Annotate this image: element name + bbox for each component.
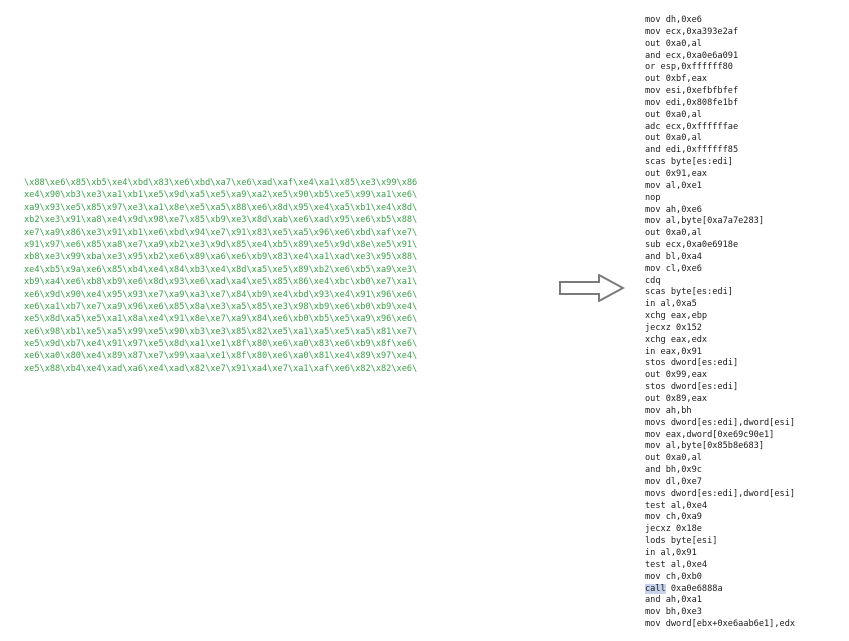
- asm-line: nop: [645, 192, 661, 203]
- asm-line: lods byte[esi]: [645, 536, 718, 547]
- asm-line: out 0xa0,al: [645, 109, 702, 120]
- asm-line: mov edi,0x808fe1bf: [645, 97, 739, 108]
- asm-line: or esp,0xffffff80: [645, 62, 733, 73]
- hex-line: xb8\xe3\x99\xba\xe3\x95\xb2\xe6\x89\xa6\…: [24, 252, 418, 263]
- asm-line: in al,0xa5: [645, 299, 697, 310]
- asm-line: out 0xa0,al: [645, 453, 702, 464]
- asm-line: out 0x99,eax: [645, 370, 708, 381]
- hollow-right-arrow-icon: [559, 273, 626, 303]
- asm-line: in eax,0x91: [645, 346, 702, 357]
- asm-line: scas byte[es:edi]: [645, 157, 733, 168]
- asm-line: mov ch,0xa9: [645, 512, 702, 523]
- hex-line: xe6\x9d\x90\xe4\x95\x93\xe7\xa9\xa3\xe7\…: [24, 289, 418, 300]
- asm-line: in al,0x91: [645, 547, 697, 558]
- asm-line: scas byte[es:edi]: [645, 287, 733, 298]
- asm-operand: 0xa0e6888a: [665, 583, 723, 594]
- asm-line: stos dword[es:edi]: [645, 358, 739, 369]
- asm-line: movs dword[es:edi],dword[esi]: [645, 488, 796, 499]
- asm-line: call 0xa0e6888a: [645, 583, 795, 596]
- asm-line: out 0xa0,al: [645, 38, 702, 49]
- asm-line: mov dword[ebx+0xe6aab6e1],edx: [645, 619, 796, 630]
- asm-line: test al,0xe4: [645, 559, 708, 570]
- asm-line: cdq: [645, 275, 661, 286]
- asm-line: mov ah,0xe6: [645, 204, 702, 215]
- hex-line: xe5\x9d\xb7\xe4\x91\x97\xe5\x8d\xa1\xe1\…: [24, 339, 418, 350]
- hex-line: xb2\xe3\x91\xa8\xe4\x9d\x98\xe7\x85\xb9\…: [24, 215, 418, 226]
- asm-line: and edi,0xffffff85: [645, 145, 739, 156]
- asm-line: out 0x91,eax: [645, 168, 708, 179]
- asm-line: test al,0xe4: [645, 500, 708, 511]
- asm-line: mov cl,0xe6: [645, 263, 702, 274]
- asm-line: sub ecx,0xa0e6918e: [645, 240, 739, 251]
- hex-line: xe6\xa0\x80\xe4\x89\x87\xe7\x99\xaa\xe1\…: [24, 351, 418, 362]
- hex-line: xe6\x98\xb1\xe5\xa5\x99\xe5\x90\xb3\xe3\…: [24, 326, 418, 337]
- hex-line: \x88\xe6\x85\xb5\xe4\xbd\x83\xe6\xbd\xa7…: [24, 178, 418, 188]
- asm-line: mov ch,0xb0: [645, 571, 702, 582]
- asm-line: mov esi,0xefbfbfef: [645, 86, 739, 97]
- asm-line: mov dl,0xe7: [645, 476, 702, 487]
- asm-line: and ah,0xa1: [645, 595, 702, 606]
- asm-line: out 0xbf,eax: [645, 74, 708, 85]
- asm-line: jecxz 0x152: [645, 322, 702, 333]
- asm-line: and bh,0x9c: [645, 465, 702, 476]
- hex-line: xe4\x90\xb3\xe3\xa1\xb1\xe5\x9d\xa5\xe5\…: [24, 190, 418, 201]
- asm-line: mov ah,bh: [645, 405, 692, 416]
- transform-arrow: [559, 273, 626, 303]
- hex-dump: \x88\xe6\x85\xb5\xe4\xbd\x83\xe6\xbd\xa7…: [24, 177, 417, 375]
- hex-line: xe7\xa9\x86\xe3\x91\xb1\xe6\xbd\x94\xe7\…: [24, 227, 418, 238]
- hex-line: x91\x97\xe6\x85\xa8\xe7\xa9\xb2\xe3\x9d\…: [24, 239, 418, 250]
- asm-line: mov ecx,0xa393e2af: [645, 26, 739, 37]
- asm-line: stos dword[es:edi]: [645, 382, 739, 393]
- asm-line: and bl,0xa4: [645, 251, 702, 262]
- asm-line: and ecx,0xa0e6a091: [645, 50, 739, 61]
- hex-line: xe5\x88\xb4\xe4\xad\xa6\xe4\xad\x82\xe7\…: [24, 363, 418, 374]
- asm-line: jecxz 0x18e: [645, 524, 702, 535]
- asm-line: out 0xa0,al: [645, 228, 702, 239]
- asm-line: mov al,byte[0xa7a7e283]: [645, 216, 764, 227]
- asm-line: mov dh,0xe6: [645, 15, 702, 25]
- asm-line: mov eax,dword[0xe69c90e1]: [645, 429, 775, 440]
- asm-line: movs dword[es:edi],dword[esi]: [645, 417, 796, 428]
- asm-line: adc ecx,0xffffffae: [645, 121, 739, 132]
- hex-line: xe4\xb5\x9a\xe6\x85\xb4\xe4\x84\xb3\xe4\…: [24, 264, 418, 275]
- asm-line: out 0xa0,al: [645, 133, 702, 144]
- hex-line: xa9\x93\xe5\x85\x97\xe3\xa1\x8e\xe5\xa5\…: [24, 202, 418, 213]
- asm-line: mov bh,0xe3: [645, 607, 702, 618]
- asm-line: mov al,byte[0x85b8e683]: [645, 441, 764, 452]
- hex-line: xb9\xa4\xe6\xb8\xb9\xe6\x8d\x93\xe6\xad\…: [24, 277, 418, 288]
- highlighted-mnemonic: call: [645, 583, 666, 594]
- hex-line: xe6\xa1\xb7\xe7\xa9\x96\xe6\x85\x8a\xe3\…: [24, 301, 418, 312]
- asm-line: mov al,0xe1: [645, 180, 702, 191]
- hex-line: xe5\x8d\xa5\xe5\xa1\x8a\xe4\x91\x8e\xe7\…: [24, 314, 418, 325]
- asm-line: out 0x89,eax: [645, 394, 708, 404]
- asm-line: xchg eax,ebp: [645, 311, 708, 322]
- asm-line: xchg eax,edx: [645, 334, 708, 345]
